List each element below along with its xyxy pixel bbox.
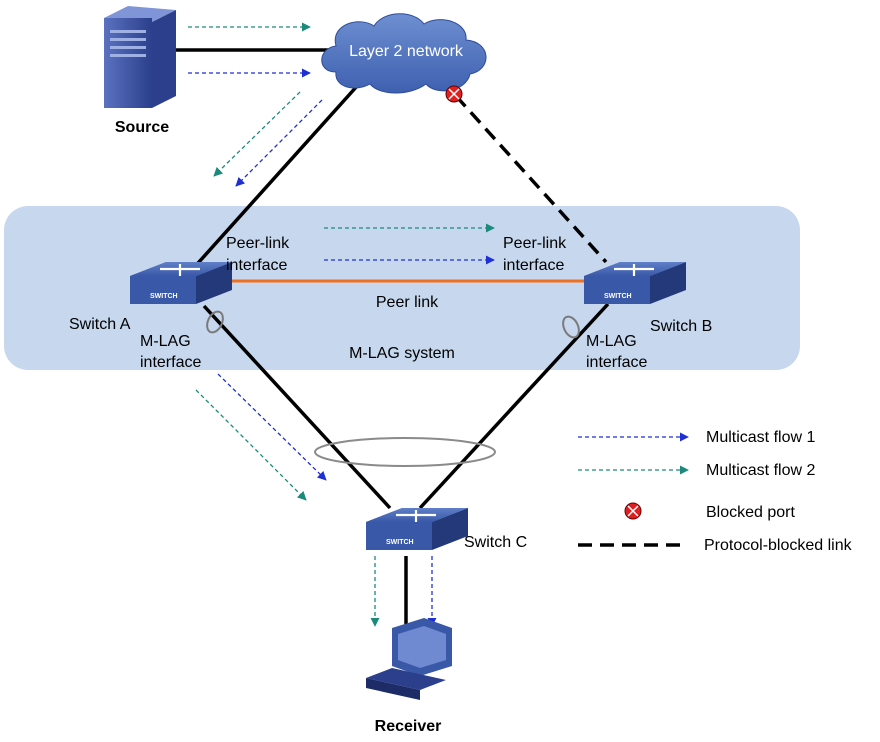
link-switch-a-switch-c	[202, 304, 392, 510]
receiver-label: Receiver	[375, 718, 442, 735]
flow1-arrow-a-c	[217, 373, 327, 481]
peer-link-if-a-label: Peer-link interface	[226, 235, 294, 274]
blocked-port-icon	[445, 85, 463, 103]
switch-a-label: Switch A	[69, 316, 131, 333]
layer2-cloud-icon	[321, 13, 487, 94]
peer-link-if-b-label: Peer-link interface	[503, 235, 571, 274]
source-label: Source	[115, 119, 169, 136]
switch-c-label: Switch C	[464, 534, 527, 551]
switch-c-icon: SWITCH	[366, 508, 468, 550]
flow1-arrow-layer2-a	[235, 99, 323, 187]
mlag-if-a-label: M-LAG interface	[140, 333, 201, 371]
link-switch-b-switch-c	[418, 302, 610, 510]
legend-flow2-label: Multicast flow 2	[706, 462, 815, 479]
lag-bundle-ellipse	[314, 437, 496, 467]
mlag-if-b-label: M-LAG interface	[586, 333, 647, 371]
legend-protocol-blocked-label: Protocol-blocked link	[704, 537, 853, 554]
switch-b-icon: SWITCH	[584, 262, 686, 304]
legend-blocked-port-icon	[624, 502, 642, 520]
switch-b-label: Switch B	[650, 318, 712, 335]
flow2-arrow-a-c	[195, 389, 307, 501]
switch-b-badge: SWITCH	[604, 293, 632, 300]
mlag-if-a-ring	[206, 310, 224, 334]
mlag-system-region	[4, 206, 800, 370]
switch-a-icon: SWITCH	[130, 262, 232, 304]
legend-flow1-label: Multicast flow 1	[706, 429, 815, 446]
switch-c-badge: SWITCH	[386, 539, 414, 546]
legend: Multicast flow 1 Multicast flow 2 Blocke…	[578, 429, 853, 554]
switch-a-badge: SWITCH	[150, 293, 178, 300]
mlag-system-label: M-LAG system	[349, 345, 455, 362]
layer2-network-label: Layer 2 network	[349, 43, 464, 60]
flow2-arrow-layer2-a	[213, 91, 301, 177]
peer-link-label: Peer link	[376, 294, 439, 311]
receiver-pc-icon	[366, 618, 452, 700]
link-layer2-switch-b-blocked	[454, 94, 608, 264]
legend-blocked-port-label: Blocked port	[706, 504, 795, 521]
source-server-icon	[104, 6, 176, 108]
mlag-if-b-ring	[562, 315, 580, 339]
link-layer2-switch-a	[188, 83, 360, 274]
